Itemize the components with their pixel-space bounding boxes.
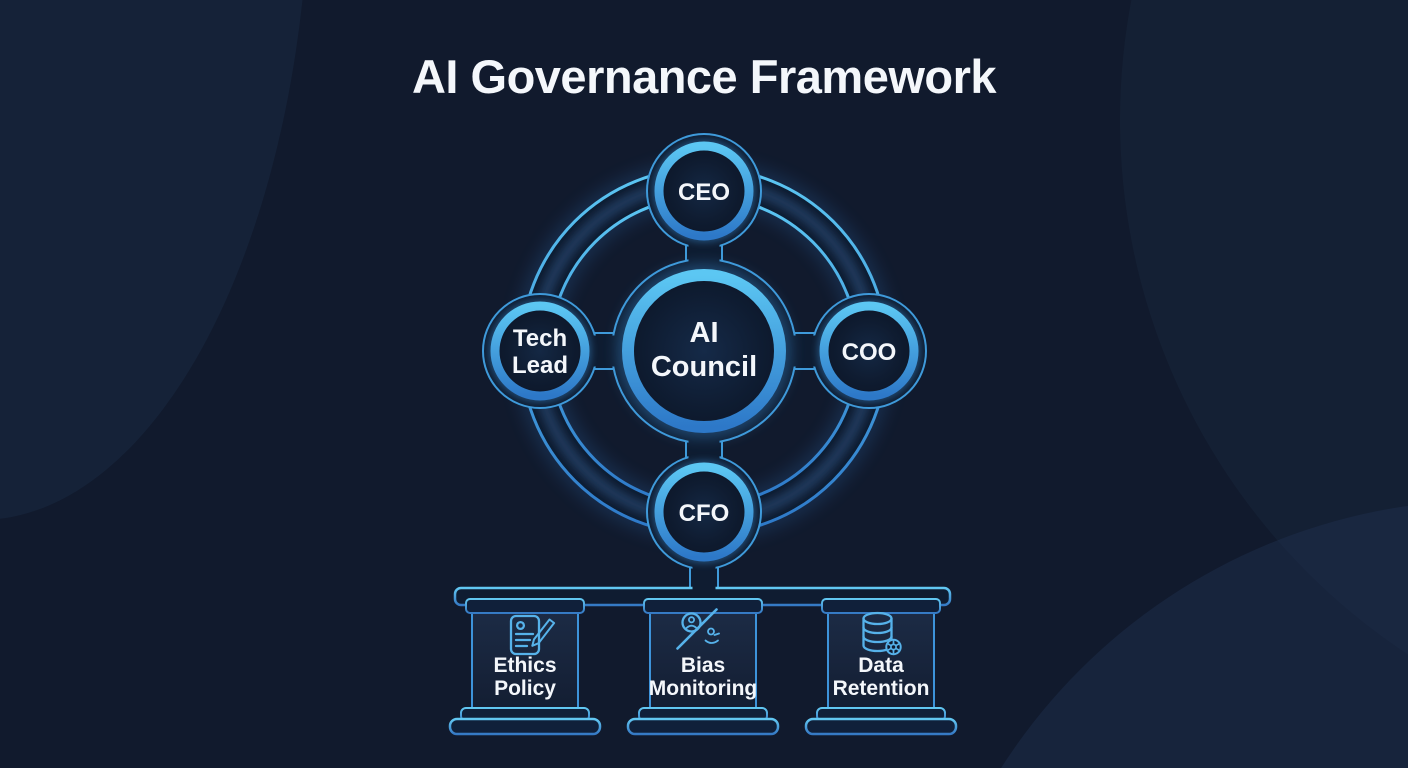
pen <box>531 618 556 647</box>
doc-outline <box>509 614 541 656</box>
person-head <box>688 616 696 624</box>
doc-badge <box>515 620 526 631</box>
db-top <box>862 611 893 626</box>
background-blob-top-right <box>1120 0 1408 655</box>
node-ai-council <box>622 269 786 433</box>
background-blob-bottom-right <box>1001 505 1408 768</box>
node-circles <box>489 140 920 563</box>
person-slash-icon <box>676 608 720 650</box>
data-line-1: Data <box>858 654 904 677</box>
node-coo <box>819 301 919 401</box>
tech-lead-line-1: Tech <box>513 325 567 352</box>
node-ceo <box>654 141 754 241</box>
pillar-cap <box>465 598 585 614</box>
pillar-base <box>626 717 780 736</box>
gear-center <box>890 643 897 651</box>
page-title: AI Governance Framework <box>412 50 997 103</box>
pillar-cap <box>643 598 763 614</box>
background-blob-top-left <box>0 0 303 519</box>
db-ring <box>862 626 893 635</box>
bias-line-1: Bias <box>681 654 725 677</box>
slash-line <box>676 608 718 650</box>
ethics-line-1: Ethics <box>493 654 556 677</box>
database-gear-icon <box>862 611 902 656</box>
document-pen-icon <box>509 614 556 656</box>
gear-outer <box>885 638 902 656</box>
pillar-cap <box>821 598 941 614</box>
node-coo-label: COO <box>842 339 897 366</box>
tech-lead-line-2: Lead <box>512 352 568 379</box>
small-figure-arm <box>713 632 720 636</box>
pillar-base <box>448 717 602 736</box>
node-ceo-label: CEO <box>678 179 730 206</box>
node-tech-lead <box>490 301 590 401</box>
db-ring <box>862 635 893 644</box>
data-line-2: Retention <box>833 677 930 700</box>
small-figure-body <box>704 639 719 644</box>
ai-council-line-2: Council <box>651 351 757 383</box>
ethics-line-2: Policy <box>494 677 556 700</box>
person-badge <box>681 612 702 633</box>
small-figure-head <box>707 627 715 636</box>
bias-line-2: Monitoring <box>649 677 757 700</box>
ai-council-line-1: AI <box>690 317 719 349</box>
pillar-base <box>804 717 958 736</box>
node-cfo-label: CFO <box>679 500 730 527</box>
node-cfo <box>654 462 754 562</box>
gear-spokes <box>887 640 900 654</box>
